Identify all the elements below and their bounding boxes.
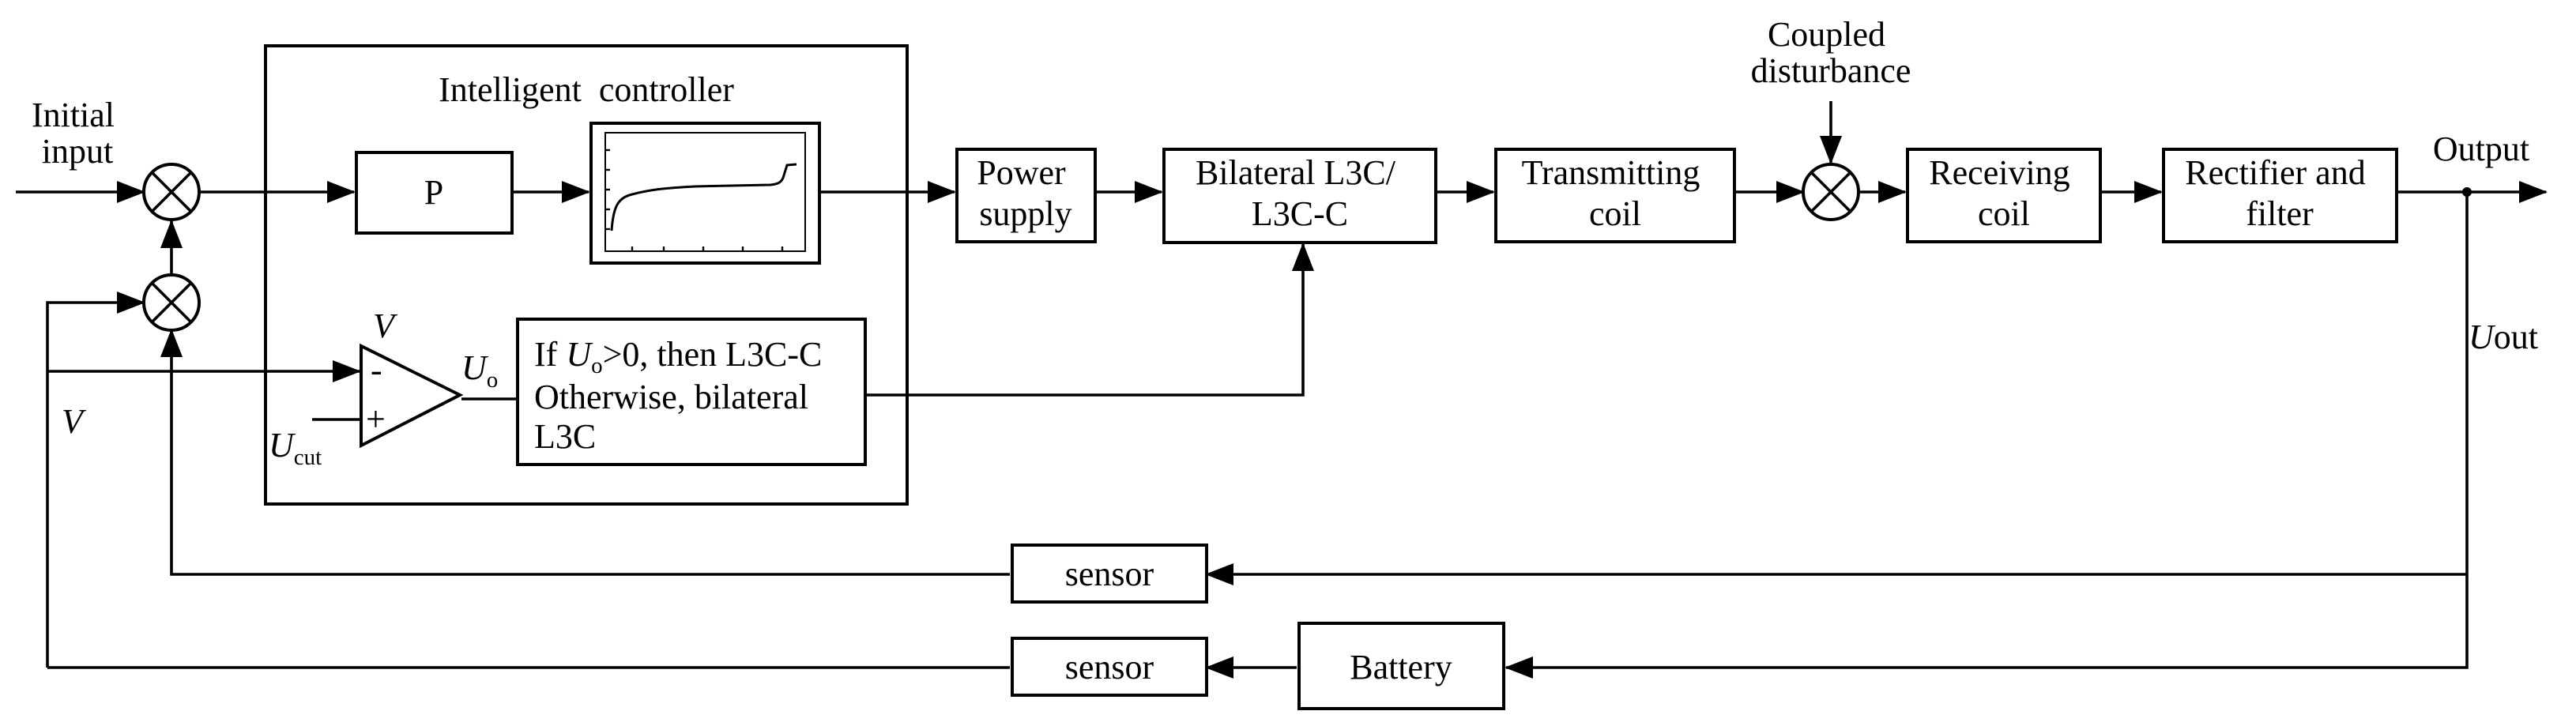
u-o-label: Uo [461,348,498,393]
p-block [355,151,514,235]
mode-decision-box [516,318,867,466]
summing-junction-2 [142,273,201,332]
v-label-left: V [62,402,87,441]
u-cut-label: Ucut [269,426,322,470]
decision-line-3: L3C [534,417,596,456]
u-out-label: Uout [2469,318,2538,356]
power-supply-block [955,148,1097,243]
comparator-plus: + [366,400,386,438]
receiving-coil-block [1906,148,2102,243]
power-supply-label: Power supply [977,153,1074,233]
bilateral-l3c-label: Bilateral L3C/ L3C-C [1196,153,1404,233]
initial-input-label: Initial input [32,96,123,171]
summing-junction-1 [142,163,201,221]
v-label-top: V [373,307,398,345]
signal-wires [16,101,2548,679]
comparator-minus: - [371,351,382,389]
output-label: Output [2433,130,2529,168]
battery-label: Battery [1350,648,1452,687]
sensor-bottom-label: sensor [1065,648,1154,687]
receiving-coil-label: Receiving coil [1929,153,2078,233]
decision-line-1: If Uo>0, then L3C-C [534,335,822,378]
rectifier-filter-block [2162,148,2398,243]
sensor-block-bottom [1011,637,1208,697]
comparator: - + [360,343,464,449]
transmitting-coil-block [1494,148,1736,243]
coupled-disturbance-label: Coupled disturbance [1751,15,1911,90]
summing-junction-disturbance [1802,163,1860,221]
p-block-label: P [424,173,443,212]
transmitting-coil-label: Transmitting coil [1522,153,1709,233]
controller-characteristic-plot [589,122,821,265]
battery-block [1297,622,1505,710]
bilateral-l3c-block [1162,148,1437,244]
sensor-block-top [1011,544,1208,604]
intelligent-controller-box [264,44,909,506]
sensor-top-label: sensor [1065,555,1154,593]
decision-line-2: Otherwise, bilateral [534,378,808,416]
characteristic-curve [610,163,797,231]
intelligent-controller-title: Intelligent controller [439,70,734,109]
rectifier-filter-label: Rectifier and filter [2185,153,2374,233]
